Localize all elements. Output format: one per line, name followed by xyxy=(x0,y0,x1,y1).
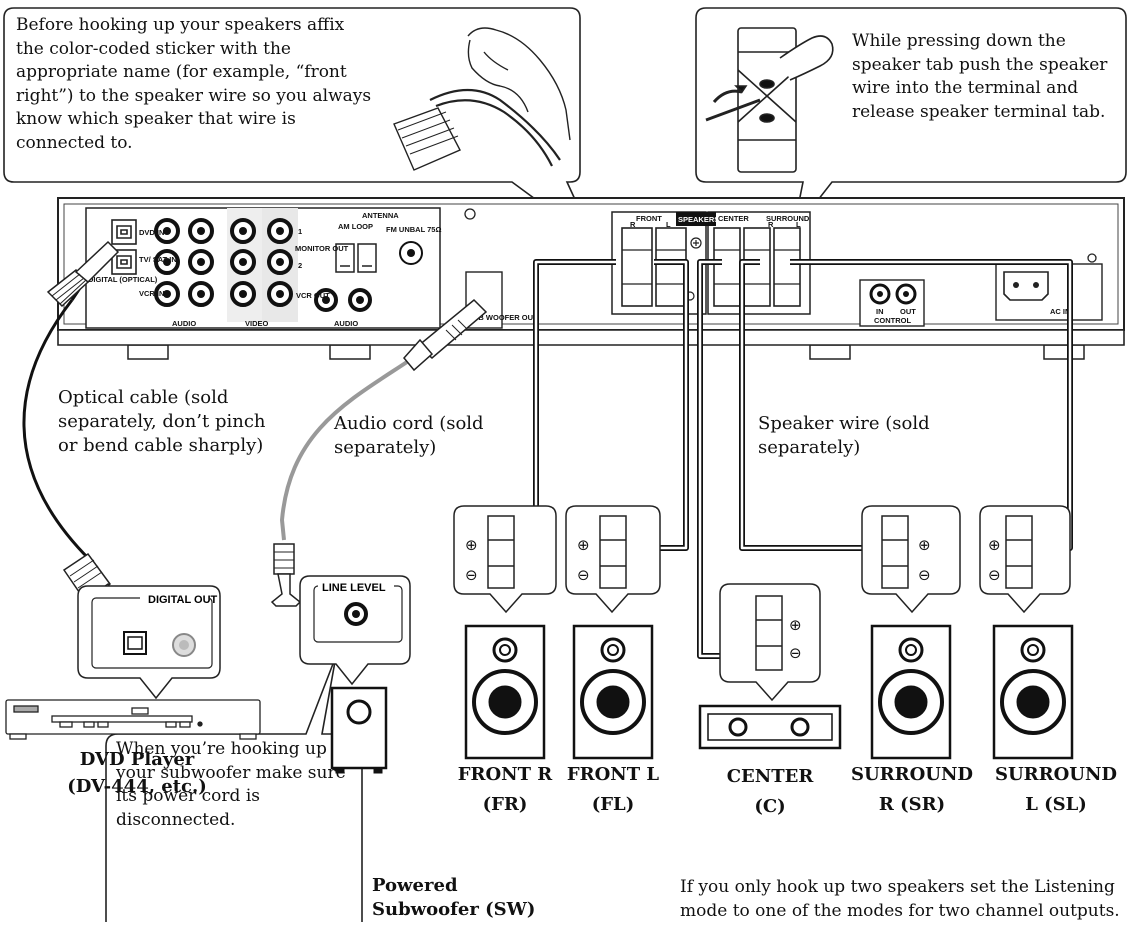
speaker-label-fr-2: (FR) xyxy=(482,794,528,815)
label-control: CONTROL xyxy=(874,316,911,325)
line-level-callout xyxy=(299,575,411,686)
label-antenna: ANTENNA xyxy=(362,211,399,220)
callout-terminals xyxy=(487,515,1033,671)
label-control-out: OUT xyxy=(900,307,916,316)
label-control-in: IN xyxy=(876,307,884,316)
audio-plug-top xyxy=(403,298,488,372)
sticker-callout-text: Before hooking up your speakers affix th… xyxy=(16,15,372,153)
label-am-loop: AM LOOP xyxy=(338,222,373,231)
speaker-label-sl-1: SURROUND xyxy=(994,764,1118,785)
label-monitor-1: 1 xyxy=(298,227,302,236)
speaker-label-fl-2: (FL) xyxy=(591,794,635,815)
label-fm-unbal: FM UNBAL 75Ω xyxy=(386,225,441,234)
subwoofer-label-line2: Subwoofer (SW) xyxy=(372,899,536,920)
label-sur-r: R xyxy=(768,220,774,229)
speaker-label-sr-2: R (SR) xyxy=(878,794,946,815)
label-monitor-out: MONITOR OUT xyxy=(295,244,349,253)
ac-in-socket xyxy=(995,263,1103,321)
label-audio-1: AUDIO xyxy=(172,319,196,328)
label-center: CENTER xyxy=(718,214,749,223)
dvd-player-label: DVD Player (DV-444, etc.) xyxy=(62,746,212,800)
audio-cord xyxy=(279,358,412,541)
subwoofer-callout-text: When you’re hooking up your subwoofer ma… xyxy=(116,739,346,830)
svg-text:⊖: ⊖ xyxy=(789,644,802,662)
label-video: VIDEO xyxy=(245,319,269,328)
speaker-label-sr: SURROUND R (SR) xyxy=(844,760,980,820)
label-digital-out: DIGITAL OUT xyxy=(148,594,218,606)
speaker-label-sl: SURROUND L (SL) xyxy=(988,760,1124,820)
label-sur-l: L xyxy=(796,220,801,229)
speaker-fr xyxy=(464,624,546,760)
label-front: FRONT xyxy=(636,214,662,223)
label-front-l: L xyxy=(666,220,671,229)
speakers-label-bg xyxy=(676,212,716,226)
subwoofer-cabinet xyxy=(330,686,388,774)
speaker-sr xyxy=(870,624,952,760)
speaker-label-fl-1: FRONT L xyxy=(566,764,660,785)
label-front-r: R xyxy=(630,220,636,229)
speaker-label-fl: FRONT L (FL) xyxy=(546,760,680,820)
label-vcr-out: VCR OUT xyxy=(296,291,330,300)
svg-text:⊕: ⊕ xyxy=(577,536,590,554)
svg-text:⊕: ⊕ xyxy=(789,616,802,634)
speaker-wire-label: Speaker wire (sold separately) xyxy=(758,413,930,458)
subwoofer-label-line1: Powered xyxy=(372,875,458,896)
two-speakers-note: If you only hook up two speakers set the… xyxy=(680,877,1120,921)
speaker-label-fr: FRONT R (FR) xyxy=(430,760,580,820)
svg-text:⊖: ⊖ xyxy=(988,566,1001,584)
optical-cable-label: Optical cable (sold separately, don’t pi… xyxy=(58,387,266,456)
svg-text:⊕: ⊕ xyxy=(465,536,478,554)
speaker-fl xyxy=(572,624,654,760)
rca-jacks xyxy=(154,218,496,312)
polarity-symbols: ⊕ ⊖ ⊕ ⊖ ⊕ ⊖ ⊕ ⊖ ⊕ ⊖ xyxy=(465,536,1001,662)
label-vcr-in: VCR IN xyxy=(139,289,164,298)
am-loop-terminals xyxy=(335,243,377,273)
optical-cable xyxy=(22,299,92,562)
hand-sticker-illustration xyxy=(393,27,571,171)
terminal-callout-text: While pressing down the speaker tab push… xyxy=(852,31,1108,122)
label-audio-2: AUDIO xyxy=(334,319,358,328)
label-digital-optical: DIGITAL (OPTICAL) xyxy=(88,275,158,284)
speaker-label-c-2: (C) xyxy=(754,796,786,817)
speaker-label-c: CENTER (C) xyxy=(706,762,834,822)
label-ac-in: AC IN xyxy=(1050,307,1070,316)
label-line-level: LINE LEVEL xyxy=(322,582,386,594)
svg-text:⊖: ⊖ xyxy=(465,566,478,584)
digital-out-callout xyxy=(77,585,221,700)
dvd-player-name: DVD Player xyxy=(79,749,195,770)
label-speakers: SPEAKERS xyxy=(678,215,719,224)
audio-cord-label: Audio cord (sold separately) xyxy=(334,413,484,458)
terminal-tab-illustration xyxy=(705,27,834,173)
speaker-cabinets xyxy=(464,624,1074,760)
label-dvd-in: DVD IN xyxy=(139,228,164,237)
optical-plug-top xyxy=(46,240,120,308)
speaker-center xyxy=(698,704,842,750)
speaker-label-sr-1: SURROUND xyxy=(850,764,974,785)
label-sub-woofer-out: SUB WOOFER OUT xyxy=(468,313,538,322)
svg-text:⊕: ⊕ xyxy=(988,536,1001,554)
label-tv-sat-in: TV/ SAT IN xyxy=(139,255,177,264)
speaker-label-sl-2: L (SL) xyxy=(1025,794,1087,815)
dvd-player-model: (DV-444, etc.) xyxy=(67,776,207,797)
svg-text:⊕: ⊕ xyxy=(918,536,931,554)
speaker-sl xyxy=(992,624,1074,760)
svg-text:⊖: ⊖ xyxy=(918,566,931,584)
speaker-label-fr-1: FRONT R xyxy=(457,764,553,785)
speaker-label-c-1: CENTER xyxy=(726,766,814,787)
audio-plug-bottom xyxy=(270,543,302,607)
control-jacks xyxy=(859,279,925,327)
svg-text:⊖: ⊖ xyxy=(577,566,590,584)
subwoofer-label: Powered Subwoofer (SW) xyxy=(372,874,552,922)
label-surround: SURROUND xyxy=(766,214,810,223)
label-monitor-2: 2 xyxy=(298,261,302,270)
dvd-player-unit xyxy=(5,699,261,740)
